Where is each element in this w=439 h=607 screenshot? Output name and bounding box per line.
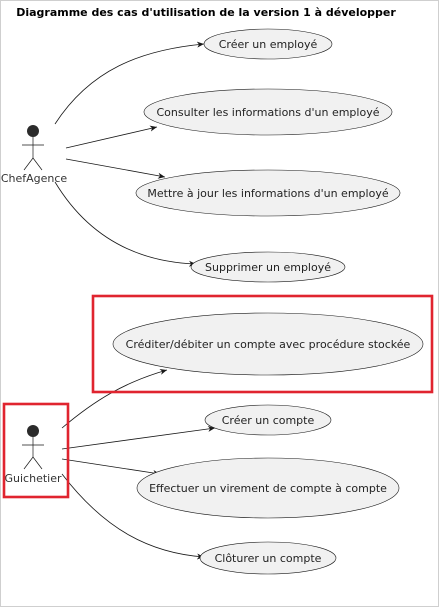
use-case-cloturer-compte: Clôturer un compte: [199, 541, 337, 575]
use-case-maj-employe: Mettre à jour les informations d'un empl…: [135, 169, 401, 217]
use-case-label: Clôturer un compte: [215, 552, 322, 565]
use-case-consulter-employe: Consulter les informations d'un employé: [143, 88, 393, 136]
use-case-label: Consulter les informations d'un employé: [157, 106, 380, 119]
edge-guichetier-crediter-debiter: [61, 369, 168, 429]
actor-label-guichetier: Guichetier: [5, 472, 62, 485]
use-case-label: Supprimer un employé: [205, 261, 331, 274]
use-case-label: Créer un employé: [219, 38, 318, 51]
use-case-supprimer-employe: Supprimer un employé: [190, 251, 346, 283]
diagram-title: Diagramme des cas d'utilisation de la ve…: [16, 6, 396, 19]
use-case-label: Mettre à jour les informations d'un empl…: [147, 187, 388, 200]
edge-guichetier-creer-compte: [61, 425, 216, 450]
edge-guichetier-virement: [61, 458, 161, 476]
use-case-creer-compte: Créer un compte: [204, 404, 332, 436]
edge-chef-supprimer-employe: [54, 181, 197, 267]
actor-head-icon: [27, 425, 39, 437]
highlight-box-actor: [2, 402, 70, 499]
highlight-box-use-case: [91, 294, 434, 394]
use-case-crediter-debiter: Créditer/débiter un compte avec procédur…: [112, 312, 424, 376]
use-case-label: Créer un compte: [222, 414, 315, 427]
use-case-virement: Effectuer un virement de compte à compte: [136, 457, 400, 519]
actor-guichetier: Guichetier: [5, 425, 62, 485]
use-case-label: Effectuer un virement de compte à compte: [149, 482, 387, 495]
actor-label-chefagence: ChefAgence: [1, 172, 68, 185]
use-case-creer-employe: Créer un employé: [203, 28, 333, 60]
edge-chef-creer-employe: [54, 41, 205, 125]
edge-chef-consulter-employe: [65, 125, 158, 149]
use-case-label: Créditer/débiter un compte avec procédur…: [126, 338, 411, 351]
actor-head-icon: [27, 125, 39, 137]
edge-guichetier-cloturer-compte: [61, 473, 205, 560]
edge-chef-maj-employe: [65, 158, 166, 179]
actor-chefagence: ChefAgence: [1, 125, 68, 185]
